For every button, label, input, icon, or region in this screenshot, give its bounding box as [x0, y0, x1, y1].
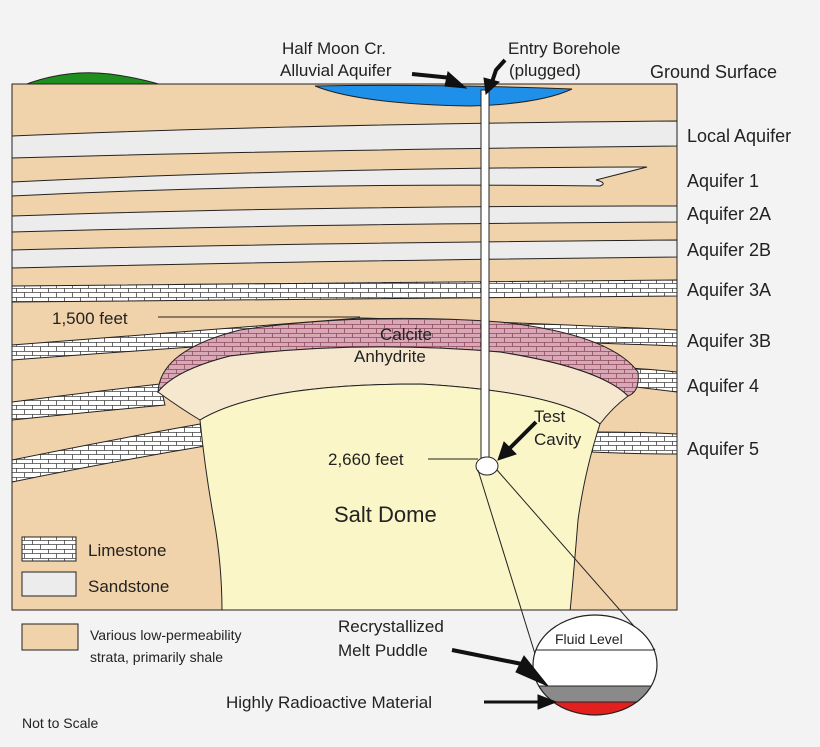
sandstone-swatch — [21, 571, 77, 597]
legend-sandstone: Sandstone — [88, 577, 169, 596]
borehole-arrow — [490, 58, 507, 83]
callout-line-right — [496, 469, 656, 651]
anhydrite-label: Anhydrite — [354, 347, 426, 366]
aquifer-1-label: Aquifer 1 — [687, 171, 759, 191]
limestone-swatch — [21, 536, 77, 562]
legend-limestone: Limestone — [88, 541, 166, 560]
melt-puddle-layer — [533, 686, 657, 702]
ground-surface-label: Ground Surface — [650, 62, 777, 82]
aquifer-2b-label: Aquifer 2B — [687, 240, 771, 260]
test-cavity-label-line2: Cavity — [534, 430, 582, 449]
not-to-scale-label: Not to Scale — [22, 715, 98, 731]
radioactive-label: Highly Radioactive Material — [226, 693, 432, 712]
aquifer-2b-sandstone — [12, 239, 677, 269]
aquifer-4-limestone-left — [12, 383, 166, 421]
borehole-label-line1: Entry Borehole — [508, 39, 620, 58]
entry-borehole — [480, 89, 490, 461]
aquifer-3b-label: Aquifer 3B — [687, 331, 771, 351]
cross-section-frame — [11, 83, 678, 611]
callout-line-left — [477, 469, 541, 671]
melt-label-line2: Melt Puddle — [338, 641, 428, 660]
test-cavity-label-line1: Test — [534, 407, 565, 426]
depth-1500-label: 1,500 feet — [52, 309, 128, 328]
creek-water — [314, 84, 573, 107]
local-aquifer-label: Local Aquifer — [687, 126, 791, 146]
depth-2660-label: 2,660 feet — [328, 450, 404, 469]
aquifer-3a-label: Aquifer 3A — [687, 280, 771, 300]
pointer-arrows — [411, 58, 558, 710]
salt-dome — [199, 383, 601, 610]
salt-dome-label: Salt Dome — [334, 502, 437, 527]
shale-swatch — [21, 623, 79, 651]
aquifer-5-limestone-right — [591, 431, 677, 455]
borehole-label-line2: (plugged) — [509, 61, 581, 80]
cavity-magnifier: Fluid Level — [532, 614, 658, 716]
test-cavity-arrow — [508, 420, 538, 450]
aquifer-2a-label: Aquifer 2A — [687, 204, 771, 224]
melt-label-line1: Recrystallized — [338, 617, 444, 636]
creek-arrow — [411, 72, 453, 80]
cross-section — [12, 84, 677, 610]
legend-shale-line2: strata, primarily shale — [90, 649, 223, 665]
aquifer-2a-sandstone — [12, 205, 677, 233]
test-cavity — [475, 456, 499, 476]
aquifer-4-limestone-right — [627, 367, 677, 393]
calcite-label: Calcite — [380, 325, 432, 344]
aquifer-4-label: Aquifer 4 — [687, 376, 759, 396]
local-aquifer-sandstone — [12, 120, 677, 159]
creek-label-line1: Half Moon Cr. — [282, 39, 386, 58]
melt-arrow — [451, 648, 523, 666]
legend-shale-line1: Various low-permeability — [90, 627, 241, 643]
creek-label-line2: Alluvial Aquifer — [280, 61, 392, 80]
fluid-level-label: Fluid Level — [555, 631, 623, 647]
aquifer-5-label: Aquifer 5 — [687, 439, 759, 459]
